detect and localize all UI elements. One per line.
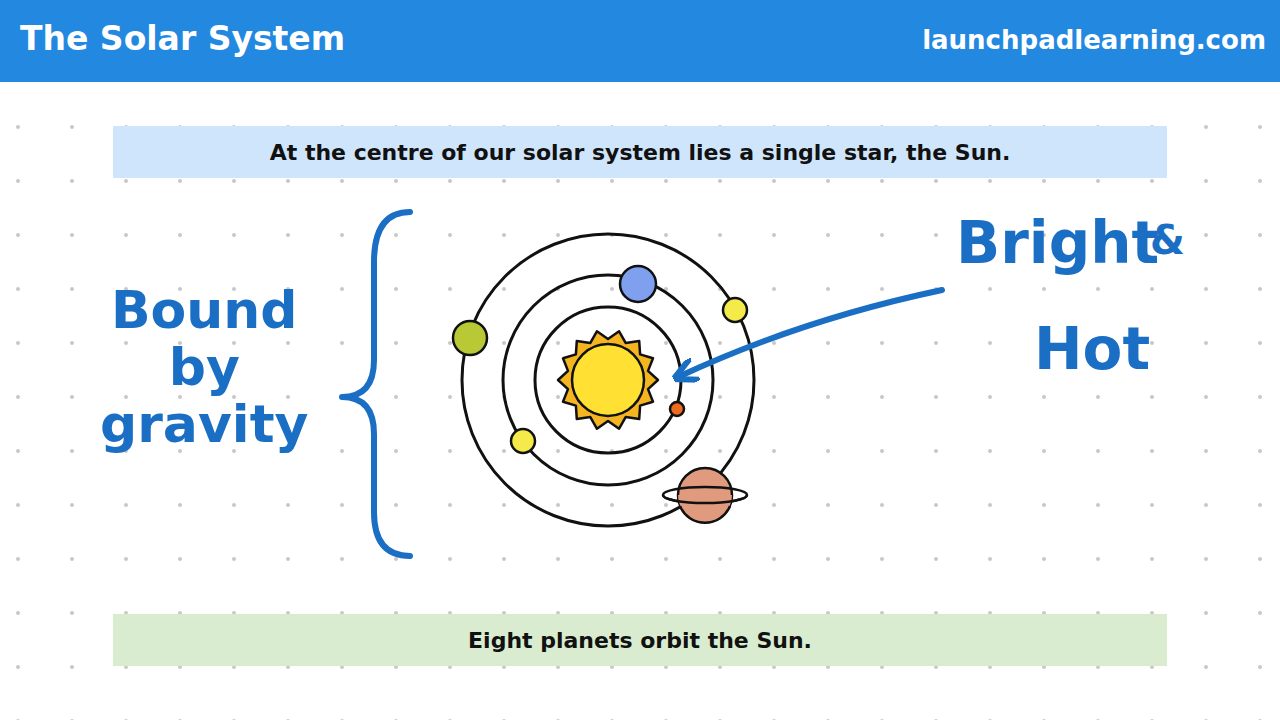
leader-arrow [678,290,942,377]
planet-outline [680,506,730,523]
ampersand-note: & [1150,218,1185,262]
sun-rays [558,331,658,428]
website-url: launchpadlearning.com [922,25,1266,55]
intro-band: At the centre of our solar system lies a… [113,126,1167,178]
summary-band: Eight planets orbit the Sun. [113,614,1167,666]
planet-front [678,495,732,522]
gravity-note: Bound by gravity [100,282,308,454]
sun [558,331,658,428]
planet [511,429,535,453]
planet [670,402,684,416]
inner-orbit [535,307,681,453]
planet [723,298,747,322]
page-title: The Solar System [20,19,345,58]
bright-note: Bright [956,212,1159,276]
planet [678,468,732,522]
brace [342,212,410,556]
planet [620,266,656,302]
planet [453,321,487,355]
middle-orbit [503,275,713,485]
band-text: At the centre of our solar system lies a… [270,140,1011,165]
outer-orbit [462,234,754,526]
sun-core [572,344,644,416]
hot-note: Hot [1034,318,1150,382]
band-text: Eight planets orbit the Sun. [468,628,812,653]
dot-grid [0,82,1280,720]
planet-ring-front [663,495,747,503]
ringed-planet [663,468,747,523]
